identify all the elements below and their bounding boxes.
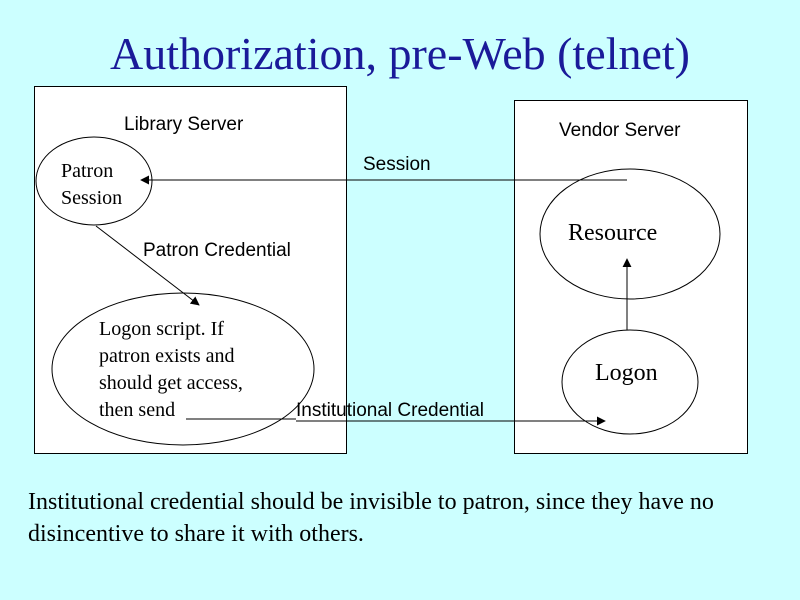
library-server-box xyxy=(34,86,347,454)
patron-session-line: Patron xyxy=(61,160,114,182)
logon-ellipse xyxy=(561,329,699,435)
vendor-server-label: Vendor Server xyxy=(559,120,681,141)
logon-label: Logon xyxy=(595,360,658,386)
resource-ellipse xyxy=(539,168,721,300)
resource-label: Resource xyxy=(568,220,658,246)
logon-script-line: then send xyxy=(99,399,176,421)
institutional-credential-label: Institutional Credential xyxy=(296,400,484,421)
library-server-label: Library Server xyxy=(124,114,244,135)
slide-title: Authorization, pre-Web (telnet) xyxy=(109,28,690,79)
logon-script-line: should get access, xyxy=(99,372,243,394)
session-label: Session xyxy=(363,154,431,175)
patron-credential-arrow xyxy=(95,225,200,306)
logon-script-label: Logon script. If patron exists and shoul… xyxy=(99,316,243,424)
vendor-server-box xyxy=(514,100,748,454)
patron-session-label: Patron Session xyxy=(61,158,122,212)
logon-script-line: patron exists and xyxy=(99,345,235,367)
patron-session-ellipse xyxy=(35,136,153,226)
logon-script-line: Logon script. If xyxy=(99,318,224,340)
slide-caption: Institutional credential should be invis… xyxy=(28,489,714,547)
patron-session-line: Session xyxy=(61,187,123,209)
patron-credential-label: Patron Credential xyxy=(143,240,291,261)
